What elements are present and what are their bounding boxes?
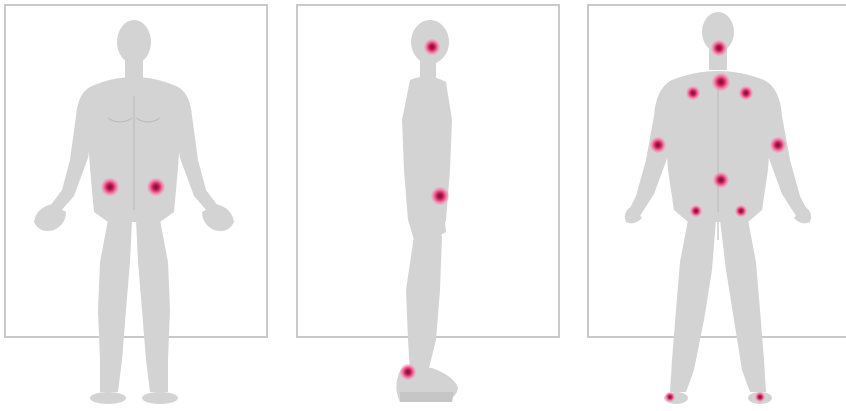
side-marked-point xyxy=(400,364,416,380)
back-marked-point xyxy=(686,86,700,100)
back-marked-point xyxy=(739,86,753,100)
side-marked-point xyxy=(431,187,449,205)
side-marked-point xyxy=(424,39,440,55)
back-marked-point xyxy=(770,137,786,153)
front-figure xyxy=(34,20,234,404)
back-marked-point xyxy=(690,205,702,217)
back-marked-point xyxy=(650,137,666,153)
back-marked-point xyxy=(712,73,730,91)
front-marked-point xyxy=(101,178,119,196)
back-marked-point xyxy=(713,172,729,188)
back-figure xyxy=(625,12,811,404)
back-marked-point xyxy=(665,392,675,402)
back-marked-point xyxy=(711,40,727,56)
side-figure xyxy=(396,20,458,402)
front-marked-point xyxy=(147,178,165,196)
back-marked-point xyxy=(735,205,747,217)
back-marked-point xyxy=(755,392,765,402)
